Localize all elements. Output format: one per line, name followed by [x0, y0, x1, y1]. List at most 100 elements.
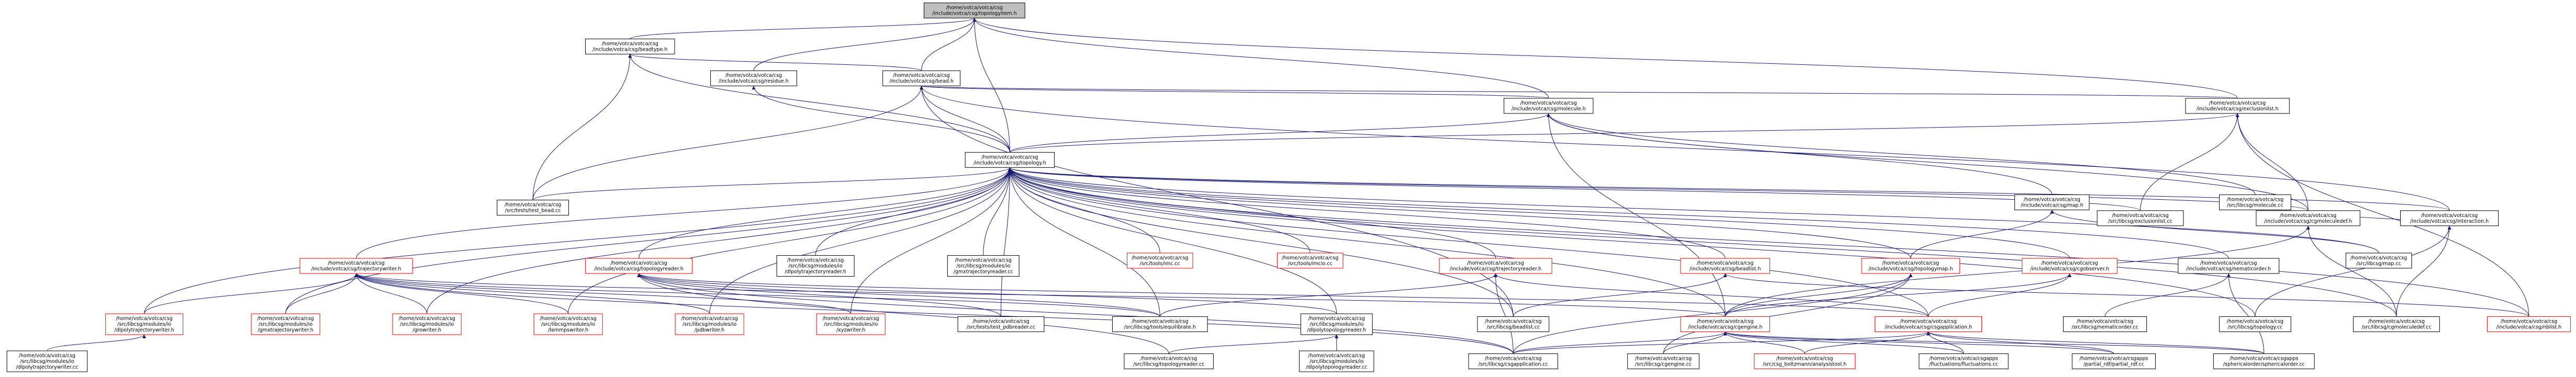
file-node-csgapplication-cc[interactable]: /home/votca/votca/csg/src/libcsg/csgappl…: [1468, 353, 1559, 369]
file-node-box: [2256, 210, 2360, 226]
file-node-box: [2345, 253, 2412, 269]
file-node-box: [2400, 210, 2499, 226]
file-node-interaction[interactable]: /home/votca/votca/csg/include/votca/csg/…: [2400, 210, 2499, 226]
file-node-label: /home/votca/votca/csgapps: [2230, 356, 2298, 362]
dependency-edge: [2306, 225, 2397, 317]
dependency-edge: [1007, 167, 1726, 317]
dependency-edge: [1724, 273, 1913, 317]
file-node-imc[interactable]: /home/votca/votca/csg/src/tools/imc.cc: [1127, 253, 1193, 269]
dependency-edge: [1547, 113, 2309, 211]
file-node-topologymap[interactable]: /home/votca/votca/csg/include/votca/csg/…: [1861, 258, 1960, 274]
file-node-box: [533, 313, 603, 335]
file-node-nematicorder-h[interactable]: /home/votca/votca/csg/include/votca/csg/…: [2178, 258, 2280, 274]
file-node-growriter[interactable]: /home/votca/votca/csg/src/libcsg/modules…: [392, 313, 462, 335]
file-node-label: /include/votca/csg/cgengine.h: [1688, 325, 1762, 330]
file-node-topologyreader[interactable]: /home/votca/votca/csg/include/votca/csg/…: [585, 258, 693, 274]
file-node-cgengine-cc[interactable]: /home/votca/votca/csg/src/libcsg/cgengin…: [1627, 353, 1700, 369]
file-node-map-cc[interactable]: /home/votca/votca/csg/src/libcsg/map.cc: [2345, 253, 2412, 269]
file-node-label: /home/votca/votca/csg: [1883, 260, 1939, 266]
file-node-topology[interactable]: /home/votca/votca/csg/include/votca/csg/…: [965, 152, 1055, 168]
file-node-box: [957, 316, 1045, 333]
file-node-box: [1439, 258, 1552, 274]
dependency-edge: [637, 273, 1160, 317]
dependency-edge: [972, 18, 2238, 98]
file-node-cgmoleculedef-h[interactable]: /home/votca/votca/csg/include/votca/csg/…: [2256, 210, 2360, 226]
dependency-edge: [144, 167, 1012, 314]
file-node-gmxtrajwriter[interactable]: /home/votca/votca/csg/src/libcsg/modules…: [251, 313, 320, 335]
dependency-edge: [1008, 167, 2309, 211]
file-node-label: /src/libcsg/modules/io: [1309, 359, 1363, 364]
dependency-edge: [1513, 273, 1727, 317]
dependency-edge: [628, 54, 1010, 153]
file-node-test-bead[interactable]: /home/votca/votca/csg/src/tests/test_bea…: [497, 200, 569, 216]
file-node-label: /home/votca/votca/csg: [1140, 356, 1197, 362]
dependency-edge: [972, 18, 1549, 98]
file-node-dlpolytopreader-h[interactable]: /home/votca/votca/csg/src/libcsg/modules…: [1300, 313, 1373, 335]
file-node-map-h[interactable]: /home/votca/votca/csg/include/votca/csg/…: [2014, 194, 2090, 210]
file-node-label: /src/libcsg/nematicorder.cc: [2071, 325, 2138, 330]
file-node-trajreader[interactable]: /home/votca/votca/csg/include/votca/csg/…: [1439, 258, 1552, 274]
file-node-fluctuations[interactable]: /home/votca/votca/csgapps/fluctuations/f…: [1919, 353, 2009, 369]
file-node-label: /src/libcsg/modules/io: [400, 322, 454, 327]
file-node-cgmoleculedef-cc[interactable]: /home/votca/votca/csg/src/libcsg/cgmolec…: [2353, 316, 2440, 333]
file-node-residue[interactable]: /home/votca/votca/csg/include/votca/csg/…: [710, 70, 797, 86]
file-node-label: /include/votca/csg/topologyitem.h: [932, 11, 1017, 17]
file-node-exclusionlist[interactable]: /home/votca/votca/csg/include/votca/csg/…: [2185, 98, 2290, 114]
file-node-trajwriter[interactable]: /home/votca/votca/csg/include/votca/csg/…: [299, 258, 413, 274]
file-node-gmxlist[interactable]: /home/votca/votca/csg/include/votca/csg/…: [2487, 316, 2571, 333]
file-node-topology-cc[interactable]: /home/votca/votca/csg/src/libcsg/topolog…: [2219, 316, 2291, 333]
file-node-label: /src/libcsg/topologyreader.cc: [1133, 362, 1204, 368]
file-node-beadlist[interactable]: /home/votca/votca/csg/include/votca/csg/…: [1680, 258, 1771, 274]
file-node-imcio[interactable]: /home/votca/votca/csg/src/tools/imcio.cc: [1276, 253, 1343, 269]
file-node-bead[interactable]: /home/votca/votca/csg/include/votca/csg/…: [882, 70, 961, 86]
file-node-label: /home/votca/votca/csg: [2077, 319, 2133, 325]
file-node-pdbwriter[interactable]: /home/votca/votca/csg/src/libcsg/modules…: [675, 313, 744, 335]
file-node-label: /home/votca/votca/csg: [893, 73, 949, 78]
file-node-label: /home/votca/votca/csg: [2227, 197, 2283, 202]
dependency-edge: [815, 167, 1012, 256]
file-node-beadtype[interactable]: /home/votca/votca/csg/include/votca/csg/…: [585, 38, 675, 54]
file-node-label: /home/votca/votca/csg: [2368, 319, 2425, 325]
file-node-csgengine[interactable]: /home/votca/votca/csg/include/votca/csg/…: [1680, 316, 1771, 333]
file-node-dlpolytrajreader[interactable]: /home/votca/votca/csg/src/libcsg/modules…: [776, 255, 855, 277]
dependency-edge: [752, 86, 1010, 153]
file-node-label: /home/votca/votca/csg: [946, 5, 1003, 11]
file-node-equilibrate[interactable]: /home/votca/votca/csg/src/libcsg/tools/e…: [1112, 316, 1208, 333]
file-node-csgapplication[interactable]: /home/votca/votca/csg/include/votca/csg/…: [1874, 316, 1982, 333]
file-node-box: [1127, 253, 1193, 269]
dependency-edge: [709, 167, 1012, 314]
file-node-dlpolytopreader-cc[interactable]: /home/votca/votca/csg/src/libcsg/modules…: [1299, 350, 1374, 372]
file-node-molecule-cc[interactable]: /home/votca/votca/csg/src/libcsg/molecul…: [2219, 194, 2291, 210]
dependency-edges: [47, 18, 2529, 354]
dependency-edge: [354, 273, 710, 314]
file-node-gmxtrajreader[interactable]: /home/votca/votca/csg/src/libcsg/modules…: [947, 255, 1020, 277]
dependency-edge: [1008, 167, 1911, 259]
dependency-edge: [972, 18, 1010, 153]
file-node-xyzwriter[interactable]: /home/votca/votca/csg/src/libcsg/modules…: [816, 313, 886, 335]
file-node-lammpswriter[interactable]: /home/votca/votca/csg/src/libcsg/modules…: [533, 313, 603, 335]
file-node-sphericalorder[interactable]: /home/votca/votca/csgapps/sphericalorder…: [2213, 353, 2315, 369]
file-node-label: /home/votca/votca/csg: [1520, 100, 1577, 106]
file-node-label: /home/votca/votca/csg: [1697, 319, 1753, 325]
file-node-label: /home/votca/votca/csg: [1308, 353, 1365, 359]
file-node-box: [2219, 194, 2291, 210]
dependency-edge: [2396, 225, 2451, 317]
file-node-box: [6, 350, 88, 372]
file-node-topologyreader-cc[interactable]: /home/votca/votca/csg/src/libcsg/topolog…: [1124, 353, 1214, 369]
file-node-dlpolytrajwriter[interactable]: /home/votca/votca/csg/src/libcsg/modules…: [105, 313, 184, 335]
file-node-nematicorder-cc[interactable]: /home/votca/votca/csg/src/libcsg/nematic…: [2063, 316, 2147, 333]
file-node-partial-rdf[interactable]: /home/votca/votca/csgapps/partial_rdf/pa…: [2071, 353, 2156, 369]
file-node-label: /growriter.h: [412, 327, 441, 333]
file-node-label: /dlpolytopologyreader.cc: [1306, 364, 1367, 370]
file-node-box: [965, 152, 1055, 168]
file-node-test-pdbreader[interactable]: /home/votca/votca/csg/src/tests/test_pdb…: [957, 316, 1045, 333]
file-node-molecule[interactable]: /home/votca/votca/csg/include/votca/csg/…: [1504, 98, 1594, 114]
file-node-boltzmann[interactable]: /home/votca/votca/csg/src/csg_boltzmann/…: [1754, 353, 1856, 369]
file-node-label: /home/votca/votca/csg: [787, 258, 844, 264]
file-node-dlpolytrajwriter-cc[interactable]: /home/votca/votca/csg/src/libcsg/modules…: [6, 350, 88, 372]
file-node-exclusionlist-cc[interactable]: /home/votca/votca/csg/src/libcsg/exclusi…: [2097, 210, 2184, 226]
file-node-cgobserver[interactable]: /home/votca/votca/csg/include/votca/csg/…: [2022, 258, 2118, 274]
file-node-beadlist-cc[interactable]: /home/votca/votca/csg/src/libcsg/beadlis…: [1477, 316, 1550, 333]
file-node-label: /include/votca/csg/cgmoleculedef.h: [2264, 219, 2352, 224]
file-node-label: /home/votca/votca/csg: [2041, 260, 2098, 266]
